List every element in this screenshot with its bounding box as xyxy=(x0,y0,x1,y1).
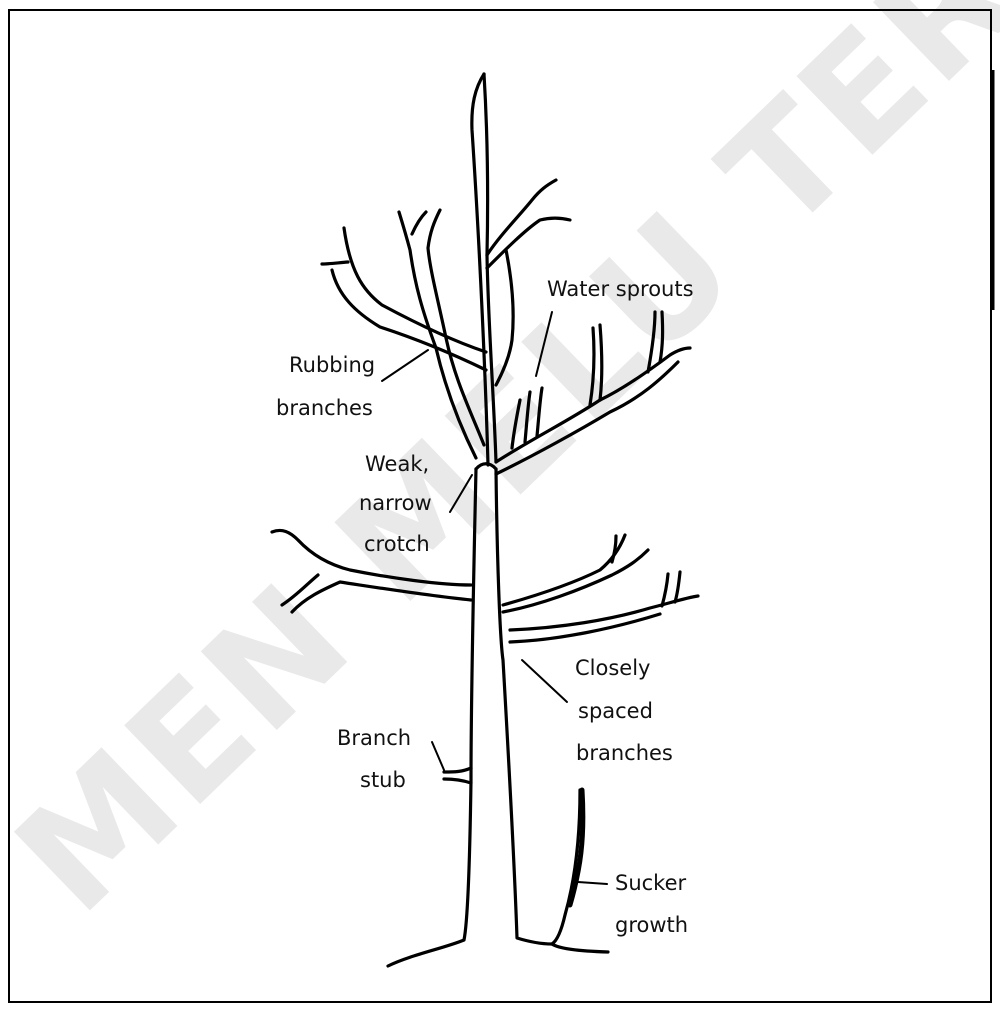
leader-sucker-growth xyxy=(578,882,607,884)
rubbing-fork xyxy=(412,212,426,234)
label-sucker-line1: Sucker xyxy=(615,871,687,895)
branch-stub-bottom xyxy=(444,779,471,783)
label-weak-line2: narrow xyxy=(359,491,432,515)
label-sucker-line2: growth xyxy=(615,913,688,937)
branch-stub-top xyxy=(444,768,471,772)
close-branch-1-sprout xyxy=(612,536,616,562)
label-branch-stub-line1: Branch xyxy=(337,726,411,750)
leader-closely-spaced xyxy=(522,660,567,702)
label-weak-line3: crotch xyxy=(364,532,430,556)
crossing-branch-upper xyxy=(344,228,486,352)
close-branch-2-upper xyxy=(510,596,698,630)
crossing-twig xyxy=(322,262,348,264)
close-branch-2-sprout-a xyxy=(662,574,668,606)
leader-rubbing-branches xyxy=(382,350,428,381)
close-branch-2-sprout-b xyxy=(675,572,680,602)
upper-right-branch-b xyxy=(487,218,570,268)
label-closely-line1: Closely xyxy=(575,656,650,680)
label-rubbing-line2: branches xyxy=(276,396,373,420)
label-weak-line1: Weak, xyxy=(365,452,429,476)
label-closely-line3: branches xyxy=(576,741,673,765)
sucker-growth-outer xyxy=(552,790,580,944)
label-branch-stub-line2: stub xyxy=(360,768,406,792)
sucker-base xyxy=(552,944,608,952)
label-rubbing-line1: Rubbing xyxy=(289,353,375,377)
label-closely-line2: spaced xyxy=(578,699,653,723)
label-water-sprouts: Water sprouts xyxy=(547,277,694,301)
leader-branch-stub xyxy=(432,742,444,770)
water-sprout-5 xyxy=(600,325,602,400)
